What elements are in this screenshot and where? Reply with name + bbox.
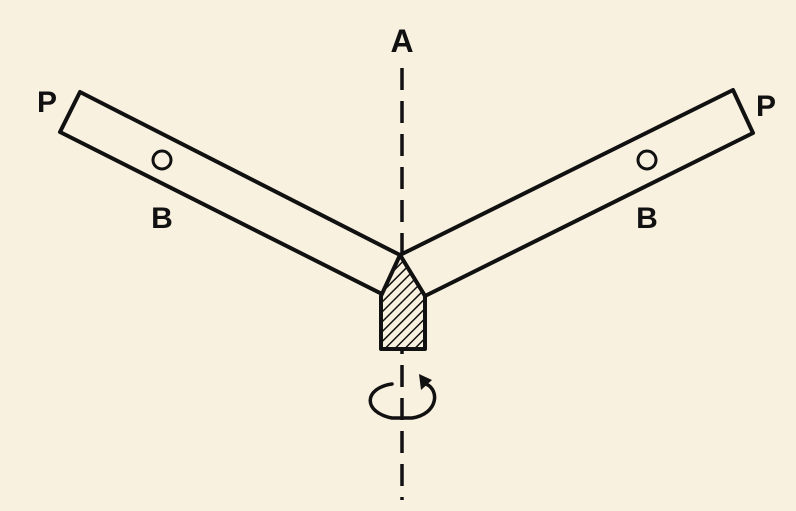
right-pivot-label: P (756, 90, 776, 123)
left-bead-label: B (151, 202, 173, 235)
left-pivot-label: P (37, 86, 57, 119)
rotation-arrowhead-icon (419, 374, 432, 390)
hatched-hub (379, 253, 427, 351)
right-bead (636, 149, 658, 171)
right-bead-label: B (636, 202, 658, 235)
left-tube (58, 90, 402, 298)
right-tube (398, 88, 755, 298)
rotation-arrow-icon (368, 382, 437, 420)
axis-label: A (390, 23, 413, 59)
left-bead (151, 149, 173, 171)
